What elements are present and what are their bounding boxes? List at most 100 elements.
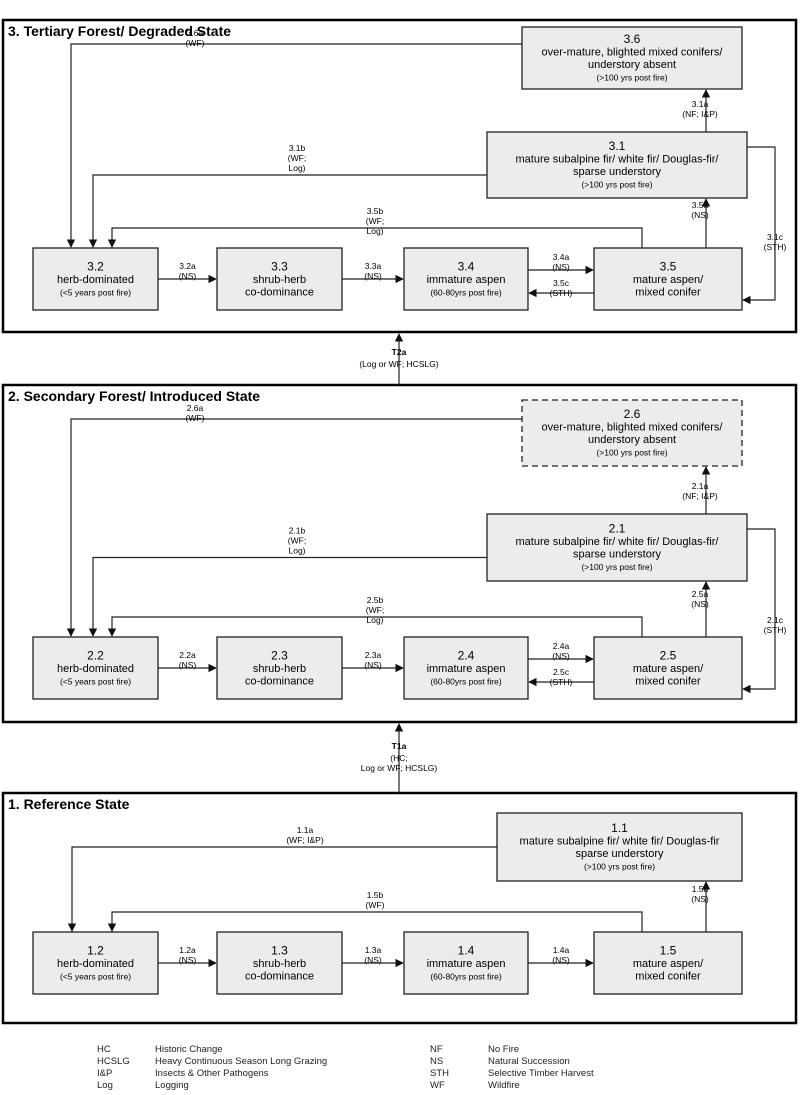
transition-label: 3.5c: [553, 278, 570, 288]
box-text: (<5 years post fire): [60, 287, 131, 297]
transition-arrow: [88, 174, 487, 248]
box-text: co-dominance: [245, 970, 314, 982]
transition-label: 2.5c: [553, 667, 570, 677]
transition-label: (NS): [364, 660, 382, 670]
transition-label: 2.2a: [179, 650, 196, 660]
box-text: 1.3: [271, 943, 288, 957]
state-box-mature-fir: [486, 131, 748, 199]
transition-label: 1.4a: [553, 945, 570, 955]
transition-label: (STH): [550, 288, 573, 298]
box-text: 2.1: [609, 522, 626, 536]
box-text: 2.4: [458, 648, 475, 662]
state-box-herb: [32, 636, 159, 700]
state-box-herb: [32, 247, 159, 311]
box-text: (60-80yrs post fire): [430, 287, 501, 297]
transition-label: (NS): [179, 271, 197, 281]
transition-label: 2.1c: [767, 615, 784, 625]
transition-label: 3.5a: [692, 200, 709, 210]
transition-label: Log): [288, 546, 305, 556]
box-text: co-dominance: [245, 286, 314, 298]
transition-arrow: [88, 556, 487, 637]
box-text: over-mature, blighted mixed conifers/: [542, 47, 724, 59]
transition-label: 2.4a: [553, 641, 570, 651]
box-text: (60-80yrs post fire): [430, 971, 501, 981]
state-box-shrub-herb: [216, 636, 343, 700]
state-title: 2. Secondary Forest/ Introduced State: [8, 388, 260, 404]
transition-arrow: [67, 846, 497, 932]
box-text: 3.1: [609, 139, 626, 153]
box-text: 1.1: [611, 821, 628, 835]
transition-code: T1a: [392, 741, 407, 751]
box-text: (>100 yrs post fire): [596, 73, 667, 83]
transition-arrow: [107, 616, 643, 637]
transition-label: 1.5a: [692, 884, 709, 894]
transition-label: (WF;: [288, 536, 306, 546]
transition-arrow: [742, 528, 776, 694]
transition-label: (STH): [764, 242, 787, 252]
transition-label: 2.5b: [367, 595, 384, 605]
state-box-mature-fir: [496, 812, 743, 882]
box-text: (>100 yrs post fire): [581, 562, 652, 572]
transition-label: (Log or WF; HCSLG): [359, 359, 439, 369]
box-text: immature aspen: [427, 663, 506, 675]
transition-label: 2.1a: [692, 481, 709, 491]
transition-code: T2a: [392, 347, 407, 357]
box-text: (60-80yrs post fire): [430, 676, 501, 686]
transition-label: (WF): [366, 900, 385, 910]
transition-label: Log): [366, 226, 383, 236]
box-text: 3.4: [458, 259, 475, 273]
transition-arrow: [107, 911, 643, 932]
box-text: co-dominance: [245, 675, 314, 687]
box-text: (<5 years post fire): [60, 676, 131, 686]
box-text: understory absent: [588, 59, 676, 71]
state-box-overmature: [521, 26, 743, 90]
transition-label: 1.5b: [367, 890, 384, 900]
state-panel: [1, 18, 798, 334]
transition-label: 2.3a: [365, 650, 382, 660]
box-text: mature aspen/: [633, 958, 704, 970]
state-box-herb: [32, 931, 159, 995]
transition-label: 2.6a: [187, 403, 204, 413]
transition-label: 3.6a: [187, 28, 204, 38]
box-text: 1.2: [87, 943, 104, 957]
transition-label: (NS): [552, 955, 570, 965]
box-text: mixed conifer: [635, 675, 701, 687]
box-text: sparse understory: [573, 166, 662, 178]
box-text: herb-dominated: [57, 958, 134, 970]
box-text: 1.4: [458, 943, 475, 957]
box-text: (>100 yrs post fire): [596, 448, 667, 458]
transition-arrow: [66, 418, 522, 637]
box-text: 3.2: [87, 259, 104, 273]
box-text: (<5 years post fire): [60, 971, 131, 981]
transition-arrow: [66, 43, 522, 248]
transition-label: (NF; I&P): [682, 491, 718, 501]
state-box-mature-aspen: [593, 636, 743, 700]
box-text: immature aspen: [427, 274, 506, 286]
transition-label: (WF;: [366, 605, 384, 615]
box-text: mixed conifer: [635, 970, 701, 982]
box-text: (>100 yrs post fire): [581, 180, 652, 190]
box-text: shrub-herb: [253, 663, 306, 675]
state-box-mature-fir: [486, 513, 748, 582]
transition-label: 3.1c: [767, 232, 784, 242]
box-text: (>100 yrs post fire): [584, 862, 655, 872]
transition-label: (HC;: [390, 753, 407, 763]
transition-label: (STH): [764, 625, 787, 635]
box-text: mature subalpine fir/ white fir/ Douglas…: [516, 154, 720, 166]
transition-label: (NS): [552, 262, 570, 272]
transition-label: Log): [288, 163, 305, 173]
transition-label: (NS): [364, 271, 382, 281]
state-box-immature-aspen: [403, 636, 529, 700]
state-title: 3. Tertiary Forest/ Degraded State: [8, 23, 231, 39]
transition-label: Log or WF; HCSLG): [361, 763, 438, 773]
transition-arrow: [742, 146, 776, 305]
box-text: sparse understory: [573, 549, 662, 561]
box-text: 2.6: [624, 407, 641, 421]
